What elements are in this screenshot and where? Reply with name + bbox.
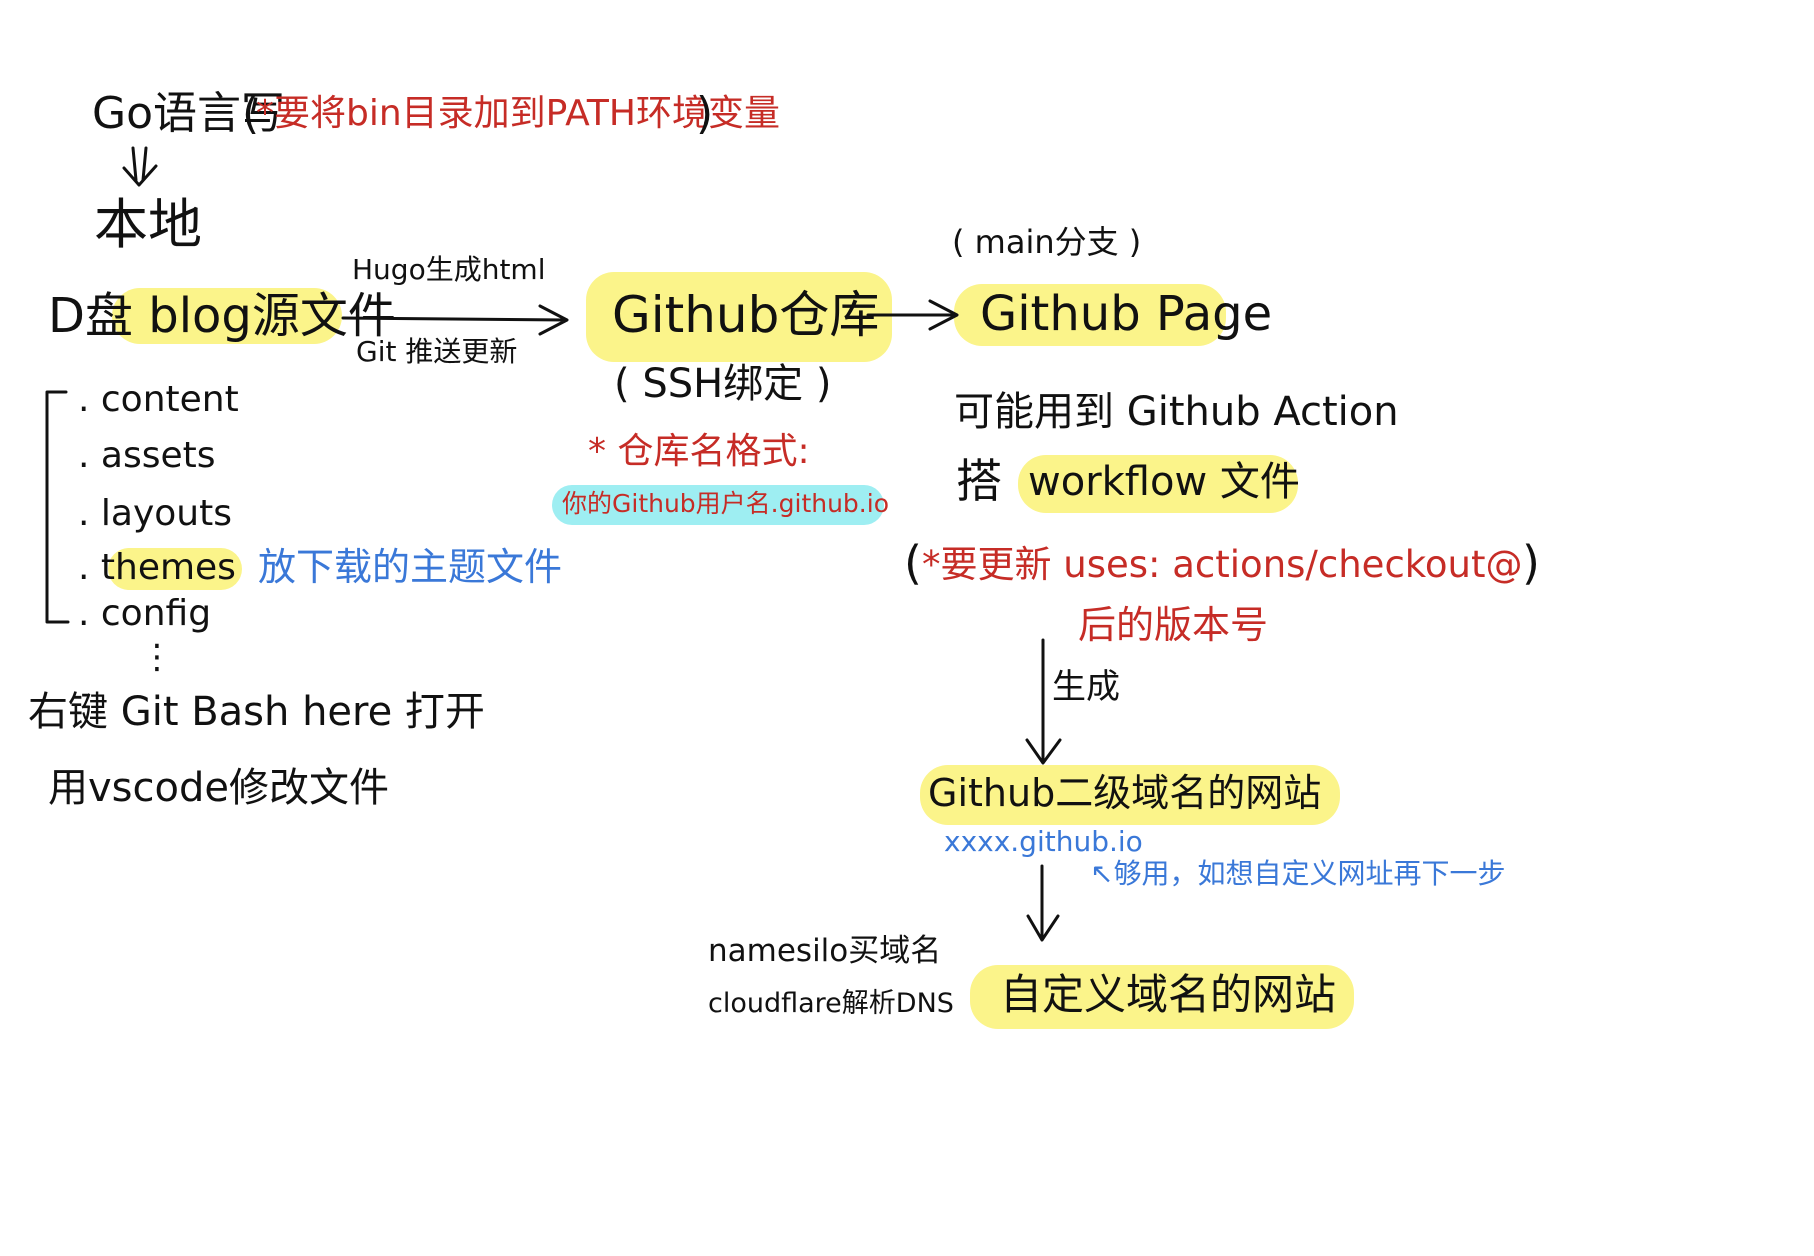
highlight-github-site — [920, 765, 1340, 825]
github-page-title: Github Page — [980, 286, 1273, 342]
disk-blog-source: D盘 blog源文件 — [48, 288, 396, 344]
themes-note: 放下载的主题文件 — [258, 545, 563, 589]
down-arrow-go — [122, 146, 158, 187]
folder-layouts: . layouts — [78, 493, 232, 534]
vscode-edit: 用vscode修改文件 — [48, 765, 389, 811]
folder-ellipsis: ⋮ — [140, 637, 174, 677]
workflow-prefix: 搭 — [956, 454, 1002, 508]
highlight-github-page — [954, 284, 1226, 346]
ssh-binding: ( SSH绑定 ) — [614, 361, 832, 407]
go-path-note: *要将bin目录加到PATH环境变量 — [256, 93, 780, 134]
folder-themes: . themes — [78, 547, 236, 588]
folder-bracket — [45, 390, 70, 624]
local-heading: 本地 — [94, 193, 202, 256]
generate-label: 生成 — [1052, 667, 1120, 707]
github-action-line: 可能用到 Github Action — [954, 389, 1399, 435]
highlight-workflow — [1018, 455, 1298, 513]
highlight-repo-name-format — [552, 485, 884, 525]
go-paren-close: ) — [696, 88, 714, 139]
arrow-generate — [1025, 638, 1062, 765]
highlight-github-repo — [586, 272, 892, 362]
update-version-note: *要更新 uses: actions/checkout@ — [922, 543, 1523, 586]
arrow-to-custom-site — [1026, 864, 1060, 942]
github-repo-title: Github仓库 — [612, 286, 880, 344]
cloudflare-dns-note: cloudflare解析DNS — [708, 988, 954, 1019]
main-branch-label: ( main分支 ) — [952, 223, 1142, 261]
github-subdomain-site: Github二级域名的网站 — [928, 771, 1322, 815]
go-language-label: Go语言写 — [92, 88, 286, 139]
custom-domain-site: 自定义域名的网站 — [1000, 970, 1337, 1019]
hugo-generate-label: Hugo生成html — [352, 253, 546, 286]
highlight-custom-site — [970, 965, 1354, 1029]
update-note-open: ( — [904, 536, 922, 590]
folder-config: . config — [78, 593, 212, 634]
highlight-themes — [108, 548, 242, 590]
workflow-file: workflow 文件 — [1028, 459, 1300, 505]
folder-content: . content — [78, 379, 239, 420]
folder-assets: . assets — [78, 435, 216, 476]
arrow-repo-to-page — [866, 299, 959, 331]
git-push-label: Git 推送更新 — [356, 335, 518, 368]
update-version-note-2: 后的版本号 — [1078, 603, 1269, 647]
domain-example: xxxx.github.io — [944, 825, 1143, 858]
repo-name-format: 你的Github用户名.github.io — [562, 489, 889, 518]
arrow-source-to-repo — [341, 304, 569, 336]
highlight-blog-source — [112, 288, 342, 344]
update-note-close: ) — [1522, 536, 1540, 590]
enough-note: ↖够用，如想自定义网址再下一步 — [1090, 857, 1506, 890]
repo-name-note: * 仓库名格式: — [588, 431, 810, 472]
git-bash-here: 右键 Git Bash here 打开 — [28, 689, 485, 735]
go-paren-open: ( — [242, 88, 260, 139]
buy-domain-note: namesilo买域名 — [708, 933, 942, 969]
